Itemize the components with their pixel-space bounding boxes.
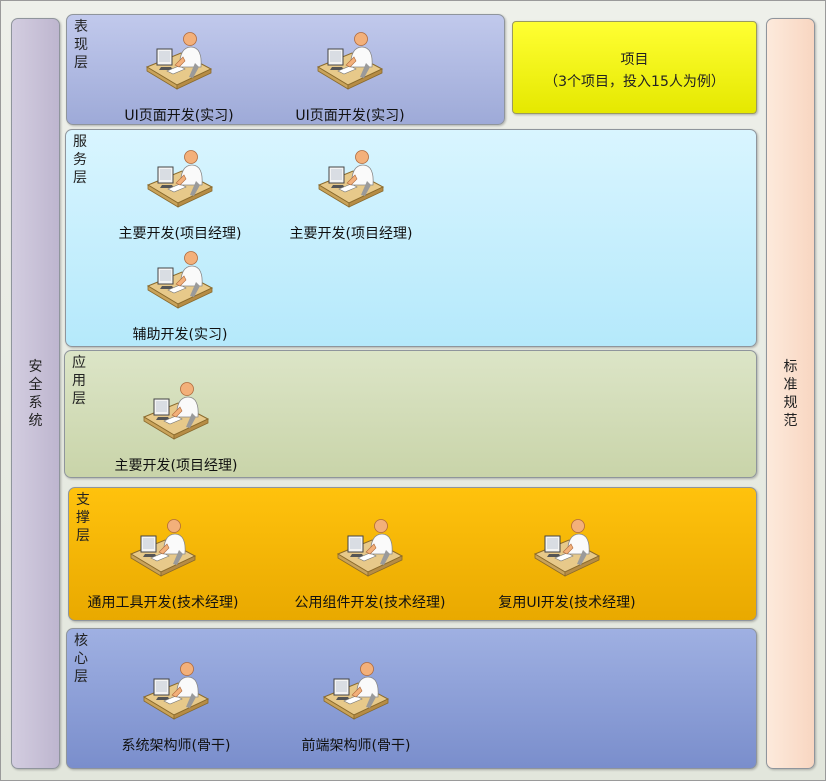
member-label: 通用工具开发(技术经理) bbox=[87, 595, 239, 611]
standards-panel: 标准规范 bbox=[766, 18, 815, 769]
member-label: 主要开发(项目经理) bbox=[118, 226, 242, 242]
developer-at-desk-icon bbox=[145, 32, 213, 90]
member-card: 辅助开发(实习) bbox=[100, 250, 260, 350]
standards-label: 标准规范 bbox=[783, 358, 798, 429]
project-box: 项目 （3个项目，投入15人为例） bbox=[512, 21, 757, 114]
security-system-label: 安全系统 bbox=[28, 358, 43, 429]
member-card: 公用组件开发(技术经理) bbox=[290, 518, 450, 618]
project-title: 项目 bbox=[620, 52, 649, 68]
developer-at-desk-icon bbox=[316, 32, 384, 90]
layer-application: 应用层 主要开发(项目经理) bbox=[64, 350, 757, 478]
developer-at-desk-icon bbox=[142, 382, 210, 440]
member-card: 系统架构师(骨干) bbox=[96, 661, 256, 761]
developer-at-desk-icon bbox=[533, 519, 601, 577]
layer-title: 支撑层 bbox=[76, 492, 90, 544]
developer-at-desk-icon bbox=[146, 150, 214, 208]
member-label: 前端架构师(骨干) bbox=[301, 738, 411, 754]
layer-presentation: 表现层 UI页面开发(实习) UI页面开发(实习) bbox=[66, 14, 505, 125]
developer-at-desk-icon bbox=[142, 662, 210, 720]
layer-title: 应用层 bbox=[72, 355, 86, 407]
layer-core: 核心层 系统架构师(骨干) 前端架构师(骨干) bbox=[66, 628, 757, 769]
member-card: 复用UI开发(技术经理) bbox=[487, 518, 647, 618]
member-label: 主要开发(项目经理) bbox=[289, 226, 413, 242]
developer-at-desk-icon bbox=[146, 251, 214, 309]
security-system-panel: 安全系统 bbox=[11, 18, 60, 769]
layer-service: 服务层 主要开发(项目经理) 主要开发(项目经理) 辅助开发(实习) bbox=[65, 129, 757, 347]
member-label: UI页面开发(实习) bbox=[295, 108, 405, 124]
layer-support: 支撑层 通用工具开发(技术经理) 公用组件开发(技术经理) 复用UI开发(技术经… bbox=[68, 487, 757, 621]
developer-at-desk-icon bbox=[317, 150, 385, 208]
project-subtitle: （3个项目，投入15人为例） bbox=[544, 74, 725, 90]
layer-title: 服务层 bbox=[73, 134, 87, 186]
developer-at-desk-icon bbox=[322, 662, 390, 720]
member-label: 公用组件开发(技术经理) bbox=[294, 595, 446, 611]
member-card: 主要开发(项目经理) bbox=[271, 149, 431, 249]
layer-title: 核心层 bbox=[74, 633, 88, 685]
layer-title: 表现层 bbox=[74, 19, 88, 71]
member-label: 主要开发(项目经理) bbox=[114, 458, 238, 474]
member-card: UI页面开发(实习) bbox=[270, 31, 430, 131]
member-label: 辅助开发(实习) bbox=[132, 327, 228, 343]
member-card: 主要开发(项目经理) bbox=[100, 149, 260, 249]
member-card: 前端架构师(骨干) bbox=[276, 661, 436, 761]
member-label: UI页面开发(实习) bbox=[124, 108, 234, 124]
member-card: 主要开发(项目经理) bbox=[96, 381, 256, 481]
member-label: 系统架构师(骨干) bbox=[121, 738, 231, 754]
member-card: 通用工具开发(技术经理) bbox=[83, 518, 243, 618]
developer-at-desk-icon bbox=[129, 519, 197, 577]
member-card: UI页面开发(实习) bbox=[99, 31, 259, 131]
member-label: 复用UI开发(技术经理) bbox=[498, 595, 636, 611]
developer-at-desk-icon bbox=[336, 519, 404, 577]
